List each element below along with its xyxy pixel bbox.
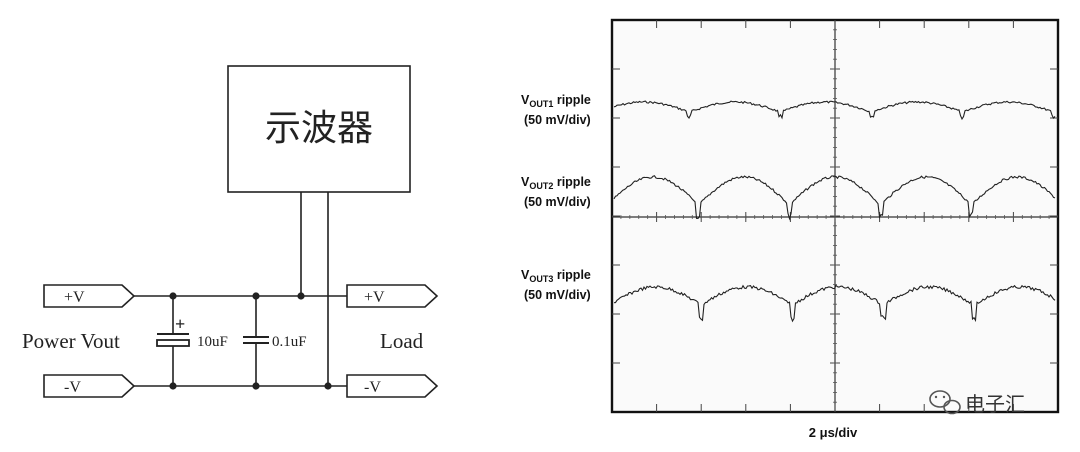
trace-1-label: VOUT1 ripple bbox=[521, 93, 591, 109]
time-base-label: 2 μs/div bbox=[809, 425, 858, 440]
scope-traces bbox=[613, 100, 1056, 323]
junction-dot bbox=[169, 382, 177, 390]
watermark: 电子汇 bbox=[929, 390, 1025, 416]
trace-3-waveform bbox=[613, 284, 1056, 323]
terminal-source-positive-label: +V bbox=[64, 289, 85, 306]
trace-3-label: VOUT3 ripple bbox=[521, 268, 591, 284]
junction-dot bbox=[297, 292, 305, 300]
electrolytic-capacitor-value: 10uF bbox=[197, 334, 228, 350]
junction-dot bbox=[169, 292, 177, 300]
trace-1-waveform bbox=[613, 100, 1056, 121]
circuit-diagram bbox=[43, 65, 439, 398]
watermark-text: 电子汇 bbox=[965, 393, 1025, 416]
wechat-icon bbox=[929, 390, 961, 415]
terminal-load-negative bbox=[346, 374, 439, 398]
terminal-load-negative-label: -V bbox=[364, 379, 381, 396]
junction-dots bbox=[169, 292, 332, 390]
terminal-source-positive bbox=[43, 284, 136, 308]
junction-dot bbox=[252, 382, 260, 390]
junction-dot bbox=[252, 292, 260, 300]
trace-2-waveform bbox=[613, 175, 1056, 221]
oscilloscope-box bbox=[227, 65, 411, 193]
trace-2-label: VOUT2 ripple bbox=[521, 175, 591, 191]
power-vout-label: Power Vout bbox=[22, 329, 120, 353]
terminal-source-negative bbox=[43, 374, 136, 398]
load-label: Load bbox=[380, 329, 424, 353]
terminal-load-positive-label: +V bbox=[364, 289, 385, 306]
oscilloscope-label: 示波器 bbox=[265, 108, 373, 148]
ceramic-capacitor-value: 0.1uF bbox=[272, 334, 307, 350]
scope-capture bbox=[610, 18, 1060, 414]
ceramic-capacitor bbox=[243, 296, 269, 386]
junction-dot bbox=[324, 382, 332, 390]
electrolytic-capacitor bbox=[156, 296, 190, 386]
terminal-load-positive bbox=[346, 284, 439, 308]
trace-3-scale: (50 mV/div) bbox=[524, 288, 591, 302]
scope-grid bbox=[612, 20, 1058, 412]
trace-2-scale: (50 mV/div) bbox=[524, 195, 591, 209]
trace-1-scale: (50 mV/div) bbox=[524, 113, 591, 127]
capacitor-polarity-mark: + bbox=[175, 314, 185, 334]
terminal-source-negative-label: -V bbox=[64, 379, 81, 396]
